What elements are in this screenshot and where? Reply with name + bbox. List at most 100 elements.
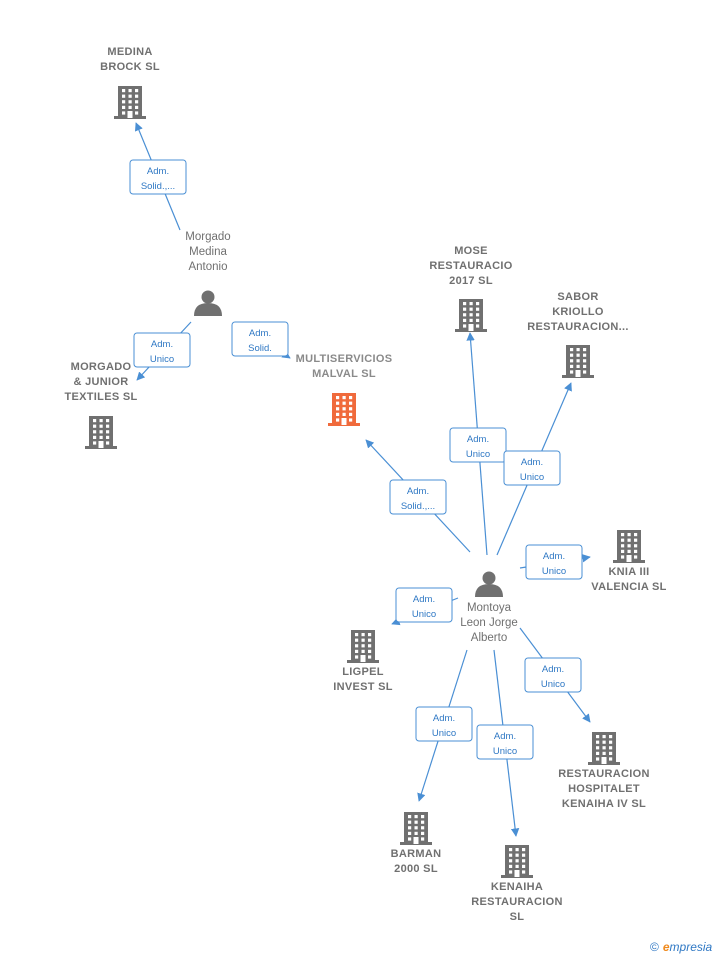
- edge-role-line: Unico: [493, 746, 517, 757]
- edge-role: Adm. Unico: [493, 731, 517, 757]
- edge-label-box[interactable]: [525, 544, 583, 580]
- edge-role-line: Adm.: [467, 434, 489, 445]
- node-label-line: Antonio: [188, 261, 227, 273]
- edge-role-line: Adm.: [521, 457, 543, 468]
- edge-role-line: Solid.,...: [401, 501, 435, 512]
- edge-role-line: Adm.: [147, 166, 169, 177]
- node-label-line: RESTAURACIO: [429, 260, 512, 272]
- edge-label-box[interactable]: [231, 321, 289, 357]
- person-icon[interactable]: [475, 571, 503, 598]
- edge-label-ligpel-invest[interactable]: Adm.Unico: [395, 587, 453, 623]
- building-icon[interactable]: [562, 345, 594, 378]
- edge-label-box[interactable]: [129, 159, 187, 195]
- edge-role: Adm. Unico: [520, 457, 544, 483]
- edge-role-line: Adm.: [494, 731, 516, 742]
- edge-label-box[interactable]: [395, 587, 453, 623]
- edge-label-restauracion-hospitalet[interactable]: Adm. Unico: [524, 657, 582, 693]
- edge-label-box[interactable]: [389, 479, 447, 515]
- building-icon[interactable]: [588, 732, 620, 765]
- edge-role: Adm. Unico: [541, 664, 565, 690]
- building-icon[interactable]: [85, 416, 117, 449]
- node-label-line: LIGPEL: [342, 666, 384, 678]
- edge-label-morgado-junior[interactable]: Adm.Unico: [133, 332, 191, 368]
- edge-label-box[interactable]: [415, 706, 473, 742]
- edge-role: Adm.Unico: [412, 594, 436, 620]
- person-icon[interactable]: [194, 290, 222, 317]
- edge-label-sabor-kriollo[interactable]: Adm. Unico: [503, 450, 561, 486]
- node-label-line: Leon Jorge: [460, 617, 518, 629]
- edge-role-line: Adm.: [543, 551, 565, 562]
- edge-role-line: Adm.: [249, 328, 271, 339]
- node-label-line: Medina: [189, 246, 227, 258]
- building-icon[interactable]: [400, 812, 432, 845]
- edge-label-barman-2000[interactable]: Adm. Unico: [415, 706, 473, 742]
- building-icon[interactable]: [501, 845, 533, 878]
- edge-labels-layer: Adm.Solid.,...Adm.UnicoAdm.Solid.Adm.Sol…: [129, 159, 583, 760]
- edge-label-box[interactable]: [503, 450, 561, 486]
- brand-name: mpresia: [669, 940, 713, 954]
- edge-label-multiservicios-malval[interactable]: Adm.Solid.: [231, 321, 289, 357]
- edge-role-line: Adm.: [542, 664, 564, 675]
- building-icon[interactable]: [114, 86, 146, 119]
- building-icon[interactable]: [455, 299, 487, 332]
- edge-role: Adm.Solid.,...: [401, 486, 435, 512]
- edge-role-line: Unico: [520, 472, 544, 483]
- edge-label-knia-iii[interactable]: Adm. Unico: [525, 544, 583, 580]
- edge-role-line: Unico: [466, 449, 490, 460]
- node-label-line: Montoya: [467, 602, 512, 614]
- edge-label-box[interactable]: [449, 427, 507, 463]
- node-label-line: VALENCIA SL: [591, 581, 666, 593]
- building-icon[interactable]: [613, 530, 645, 563]
- edge-label-box[interactable]: [133, 332, 191, 368]
- edge-role-line: Unico: [150, 354, 174, 365]
- edge-role-line: Unico: [432, 728, 456, 739]
- edge-role-line: Adm.: [413, 594, 435, 605]
- edge-label-mose-restauracio[interactable]: Adm. Unico: [449, 427, 507, 463]
- edge-role-line: Unico: [541, 679, 565, 690]
- edge-label-medina-brock[interactable]: Adm.Solid.,...: [129, 159, 187, 195]
- edge-label-box[interactable]: [524, 657, 582, 693]
- node-label-line: KRIOLLO: [552, 306, 604, 318]
- edge-role: Adm.Solid.: [248, 328, 272, 354]
- node-label-line: KENAIHA: [491, 881, 543, 893]
- edge-label-box[interactable]: [476, 724, 534, 760]
- node-label-line: 2000 SL: [394, 863, 438, 875]
- node-label-line: MORGADO: [71, 361, 132, 373]
- edge-role: Adm. Unico: [432, 713, 456, 739]
- node-label-line: HOSPITALET: [568, 783, 640, 795]
- copyright-icon: ©: [650, 940, 659, 954]
- building-icon[interactable]: [328, 393, 360, 426]
- edge-label-kenaiha-restauracion[interactable]: Adm. Unico: [476, 724, 534, 760]
- edge-label-multiservicios-malval[interactable]: Adm.Solid.,...: [389, 479, 447, 515]
- edge-role-line: Unico: [542, 566, 566, 577]
- building-icon[interactable]: [347, 630, 379, 663]
- edge-role: Adm. Unico: [466, 434, 490, 460]
- edge-role-line: Adm.: [433, 713, 455, 724]
- node-label-line: MEDINA: [107, 46, 152, 58]
- brand-initial: e: [662, 940, 670, 954]
- node-label-line: & JUNIOR: [74, 376, 129, 388]
- brand-watermark: ©empresia: [650, 940, 712, 954]
